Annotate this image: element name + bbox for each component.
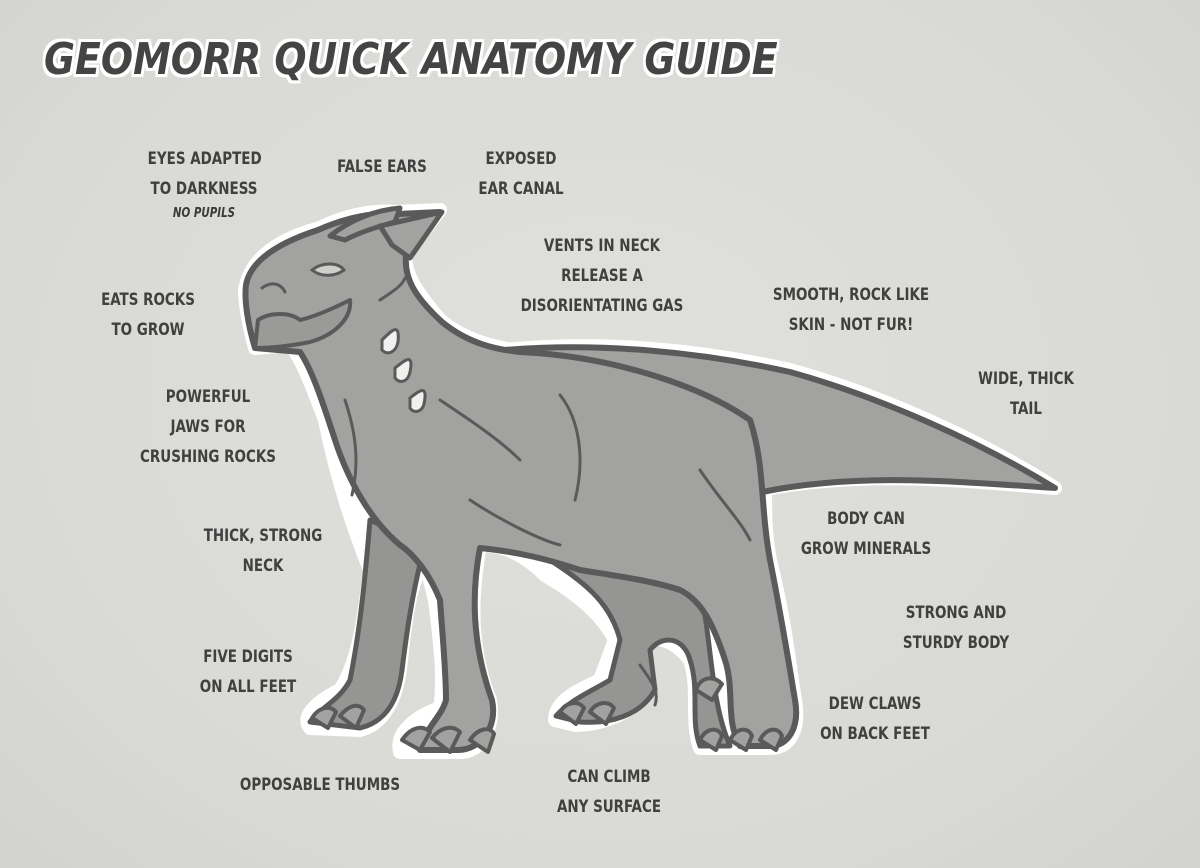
label-skin: SMOOTH, ROCK LIKE SKIN - NOT FUR! bbox=[772, 285, 930, 335]
label-sturdy: STRONG AND STURDY BODY bbox=[902, 603, 1010, 653]
label-eyes-note: NO PUPILS bbox=[172, 206, 236, 221]
label-eyes: EYES ADAPTED TO DARKNESS NO PUPILS bbox=[148, 144, 262, 224]
label-eats-rocks: EATS ROCKS TO GROW bbox=[101, 290, 195, 340]
label-false-ears: FALSE EARS bbox=[337, 157, 427, 177]
label-minerals: BODY CAN GROW MINERALS bbox=[800, 509, 932, 559]
label-neck: THICK, STRONG NECK bbox=[203, 526, 323, 576]
anatomy-details bbox=[260, 262, 752, 707]
false-ears bbox=[327, 205, 445, 261]
page-title: GEOMORR QUICK ANATOMY GUIDE bbox=[44, 34, 778, 85]
label-thumbs: OPPOSABLE THUMBS bbox=[239, 775, 401, 795]
claws bbox=[310, 676, 784, 754]
label-tail: WIDE, THICK TAIL bbox=[978, 369, 1074, 419]
label-ear-canal: EXPOSED EAR CANAL bbox=[478, 149, 564, 199]
label-jaws: POWERFUL JAWS FOR CRUSHING ROCKS bbox=[140, 387, 276, 467]
far-front-leg bbox=[307, 517, 428, 731]
label-dew-claws: DEW CLAWS ON BACK FEET bbox=[820, 694, 930, 744]
label-vents: VENTS IN NECK RELEASE A DISORIENTATING G… bbox=[520, 236, 684, 316]
label-digits: FIVE DIGITS ON ALL FEET bbox=[199, 647, 297, 697]
label-climb: CAN CLIMB ANY SURFACE bbox=[556, 767, 662, 817]
jaw bbox=[253, 298, 353, 350]
